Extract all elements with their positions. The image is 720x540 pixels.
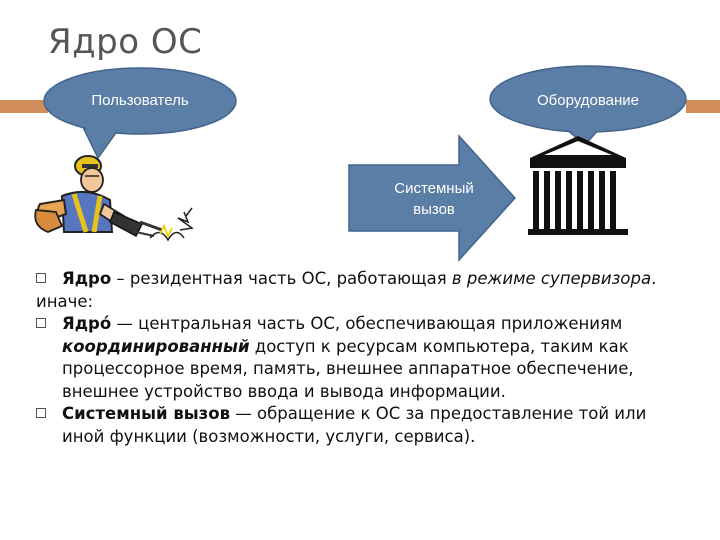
paragraph-kernel-central: Ядро́ — центральная часть ОС, обеспечива… — [36, 313, 686, 403]
accent-rule-left — [0, 100, 48, 113]
paragraph-otherwise: иначе: — [36, 291, 686, 314]
user-bubble-label: Пользователь — [91, 92, 189, 109]
p1-italic-2: супервизора — [540, 269, 652, 288]
p3-text-1: — центральная часть ОС, обеспечивающая п… — [111, 314, 623, 333]
paragraph-kernel-definition: Ядро – резидентная часть ОС, работающая … — [36, 268, 686, 291]
p1-italic-1: в режиме — [451, 269, 536, 288]
p3-text-2: доступ к ресурсам компьютера, таким как … — [62, 336, 634, 401]
system-call-arrow-label: Системный вызов — [372, 178, 496, 220]
diagram-graphics — [34, 65, 687, 262]
checkbox-bullet-icon — [36, 318, 46, 328]
columned-building-icon — [528, 136, 628, 235]
accent-rule-right — [686, 100, 720, 113]
checkbox-bullet-icon — [36, 408, 46, 418]
term-kernel-accented: Ядро́ — [62, 314, 112, 333]
p1-text-1: – резидентная часть ОС, работающая — [111, 269, 452, 288]
paragraph-system-call: Системный вызов — обращение к ОС за пред… — [36, 403, 686, 448]
slide-title: Ядро ОС — [48, 22, 203, 62]
p2-text: иначе: — [36, 291, 94, 311]
user-bubble — [43, 67, 237, 160]
p1-text-3: . — [651, 269, 657, 288]
p3-bold-italic: координированный — [62, 336, 250, 356]
hardware-bubble — [489, 65, 687, 147]
term-system-call: Системный вызов — [62, 404, 231, 423]
term-kernel: Ядро — [62, 269, 112, 288]
hardware-bubble-label: Оборудование — [536, 92, 640, 109]
body-text: Ядро – резидентная часть ОС, работающая … — [36, 268, 686, 448]
p4-text-1: — обращение к ОС за предоставление той и… — [62, 404, 647, 446]
arrow-label-line-2: вызов — [413, 201, 455, 218]
arrow-label-line-1: Системный — [394, 180, 474, 197]
system-call-arrow — [348, 134, 517, 262]
checkbox-bullet-icon — [36, 273, 46, 283]
worker-with-drill-icon — [34, 155, 194, 242]
